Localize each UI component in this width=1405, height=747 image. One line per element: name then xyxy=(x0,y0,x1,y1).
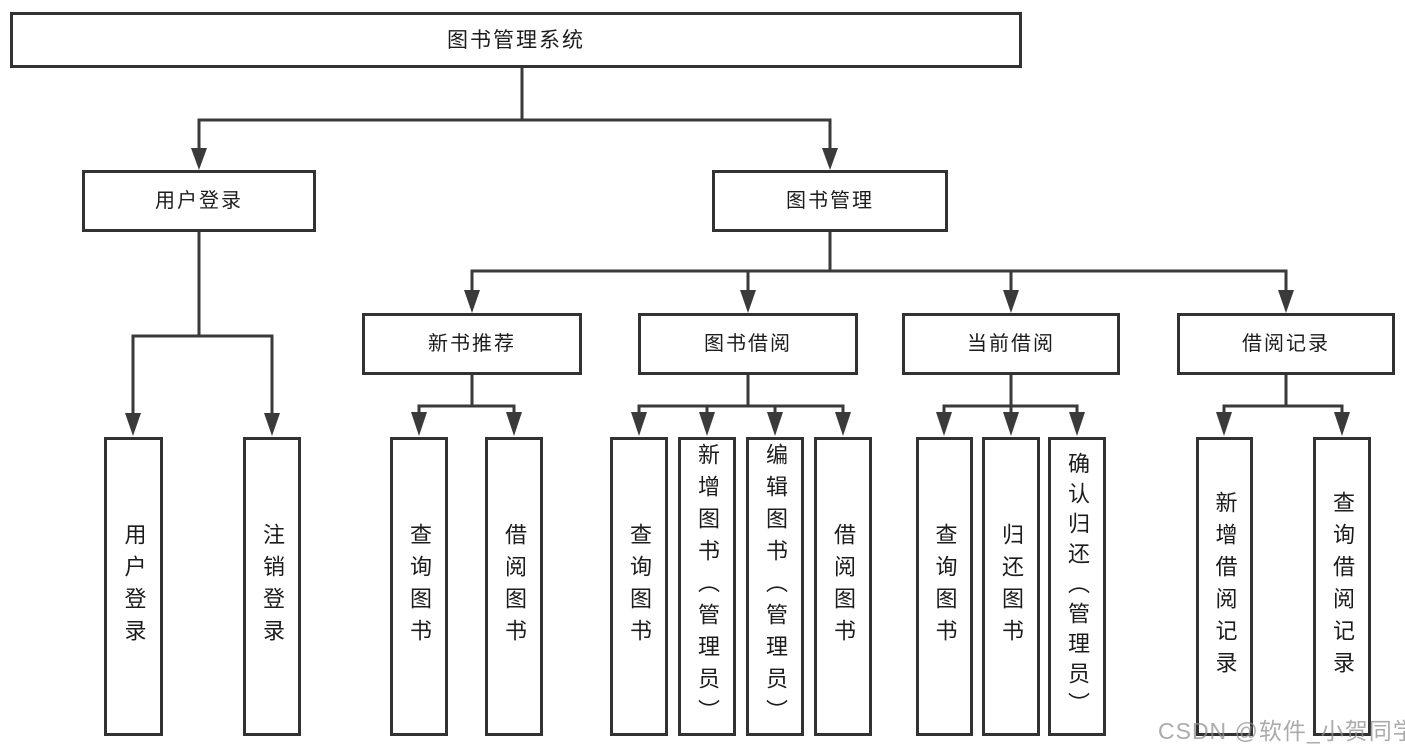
leaf-user-login: 用户登录 xyxy=(104,437,163,736)
leaf-label: 新增图书（管理员） xyxy=(695,442,720,731)
leaf-label: 借阅图书 xyxy=(831,522,856,651)
node-label: 借阅记录 xyxy=(1242,333,1330,355)
node-label: 当前借阅 xyxy=(967,333,1055,355)
leaf-label: 新增借阅记录 xyxy=(1212,490,1238,683)
leaf-confirm-return-admin: 确认归还（管理员） xyxy=(1048,437,1106,736)
leaf-logout: 注销登录 xyxy=(243,437,301,736)
leaf-add-borrow-record: 新增借阅记录 xyxy=(1196,437,1253,736)
node-label: 图书管理 xyxy=(786,190,874,212)
leaf-query-book-borrow: 查询图书 xyxy=(610,437,668,736)
leaf-label: 借阅图书 xyxy=(502,522,527,651)
node-label: 图书借阅 xyxy=(704,333,792,355)
node-library-management-system: 图书管理系统 xyxy=(10,12,1022,68)
leaf-label: 确认归还（管理员） xyxy=(1065,451,1090,722)
node-borrow-record: 借阅记录 xyxy=(1177,313,1395,375)
leaf-query-book-current: 查询图书 xyxy=(916,437,973,736)
node-new-book-recommend: 新书推荐 xyxy=(362,313,582,375)
leaf-label: 查询图书 xyxy=(932,522,958,651)
node-label: 图书管理系统 xyxy=(447,28,585,52)
leaf-label: 查询图书 xyxy=(627,522,652,651)
node-current-borrow: 当前借阅 xyxy=(902,313,1120,375)
node-label: 用户登录 xyxy=(155,190,243,212)
leaf-label: 归还图书 xyxy=(999,522,1024,651)
node-user-login: 用户登录 xyxy=(82,170,316,232)
leaf-label: 编辑图书（管理员） xyxy=(763,442,788,731)
leaf-label: 注销登录 xyxy=(260,522,285,651)
node-book-borrow: 图书借阅 xyxy=(638,313,858,375)
leaf-query-borrow-record: 查询借阅记录 xyxy=(1313,437,1371,736)
leaf-borrow-book: 借阅图书 xyxy=(814,437,872,736)
node-label: 新书推荐 xyxy=(428,333,516,355)
leaf-label: 查询图书 xyxy=(407,522,432,651)
node-book-management: 图书管理 xyxy=(712,170,948,232)
leaf-label: 用户登录 xyxy=(121,522,147,651)
leaf-return-book: 归还图书 xyxy=(982,437,1040,736)
leaf-add-book-admin: 新增图书（管理员） xyxy=(678,437,736,736)
leaf-borrow-book-recommend: 借阅图书 xyxy=(485,437,543,736)
leaf-query-book-recommend: 查询图书 xyxy=(390,437,448,736)
leaf-edit-book-admin: 编辑图书（管理员） xyxy=(746,437,804,736)
leaf-label: 查询借阅记录 xyxy=(1330,490,1355,683)
